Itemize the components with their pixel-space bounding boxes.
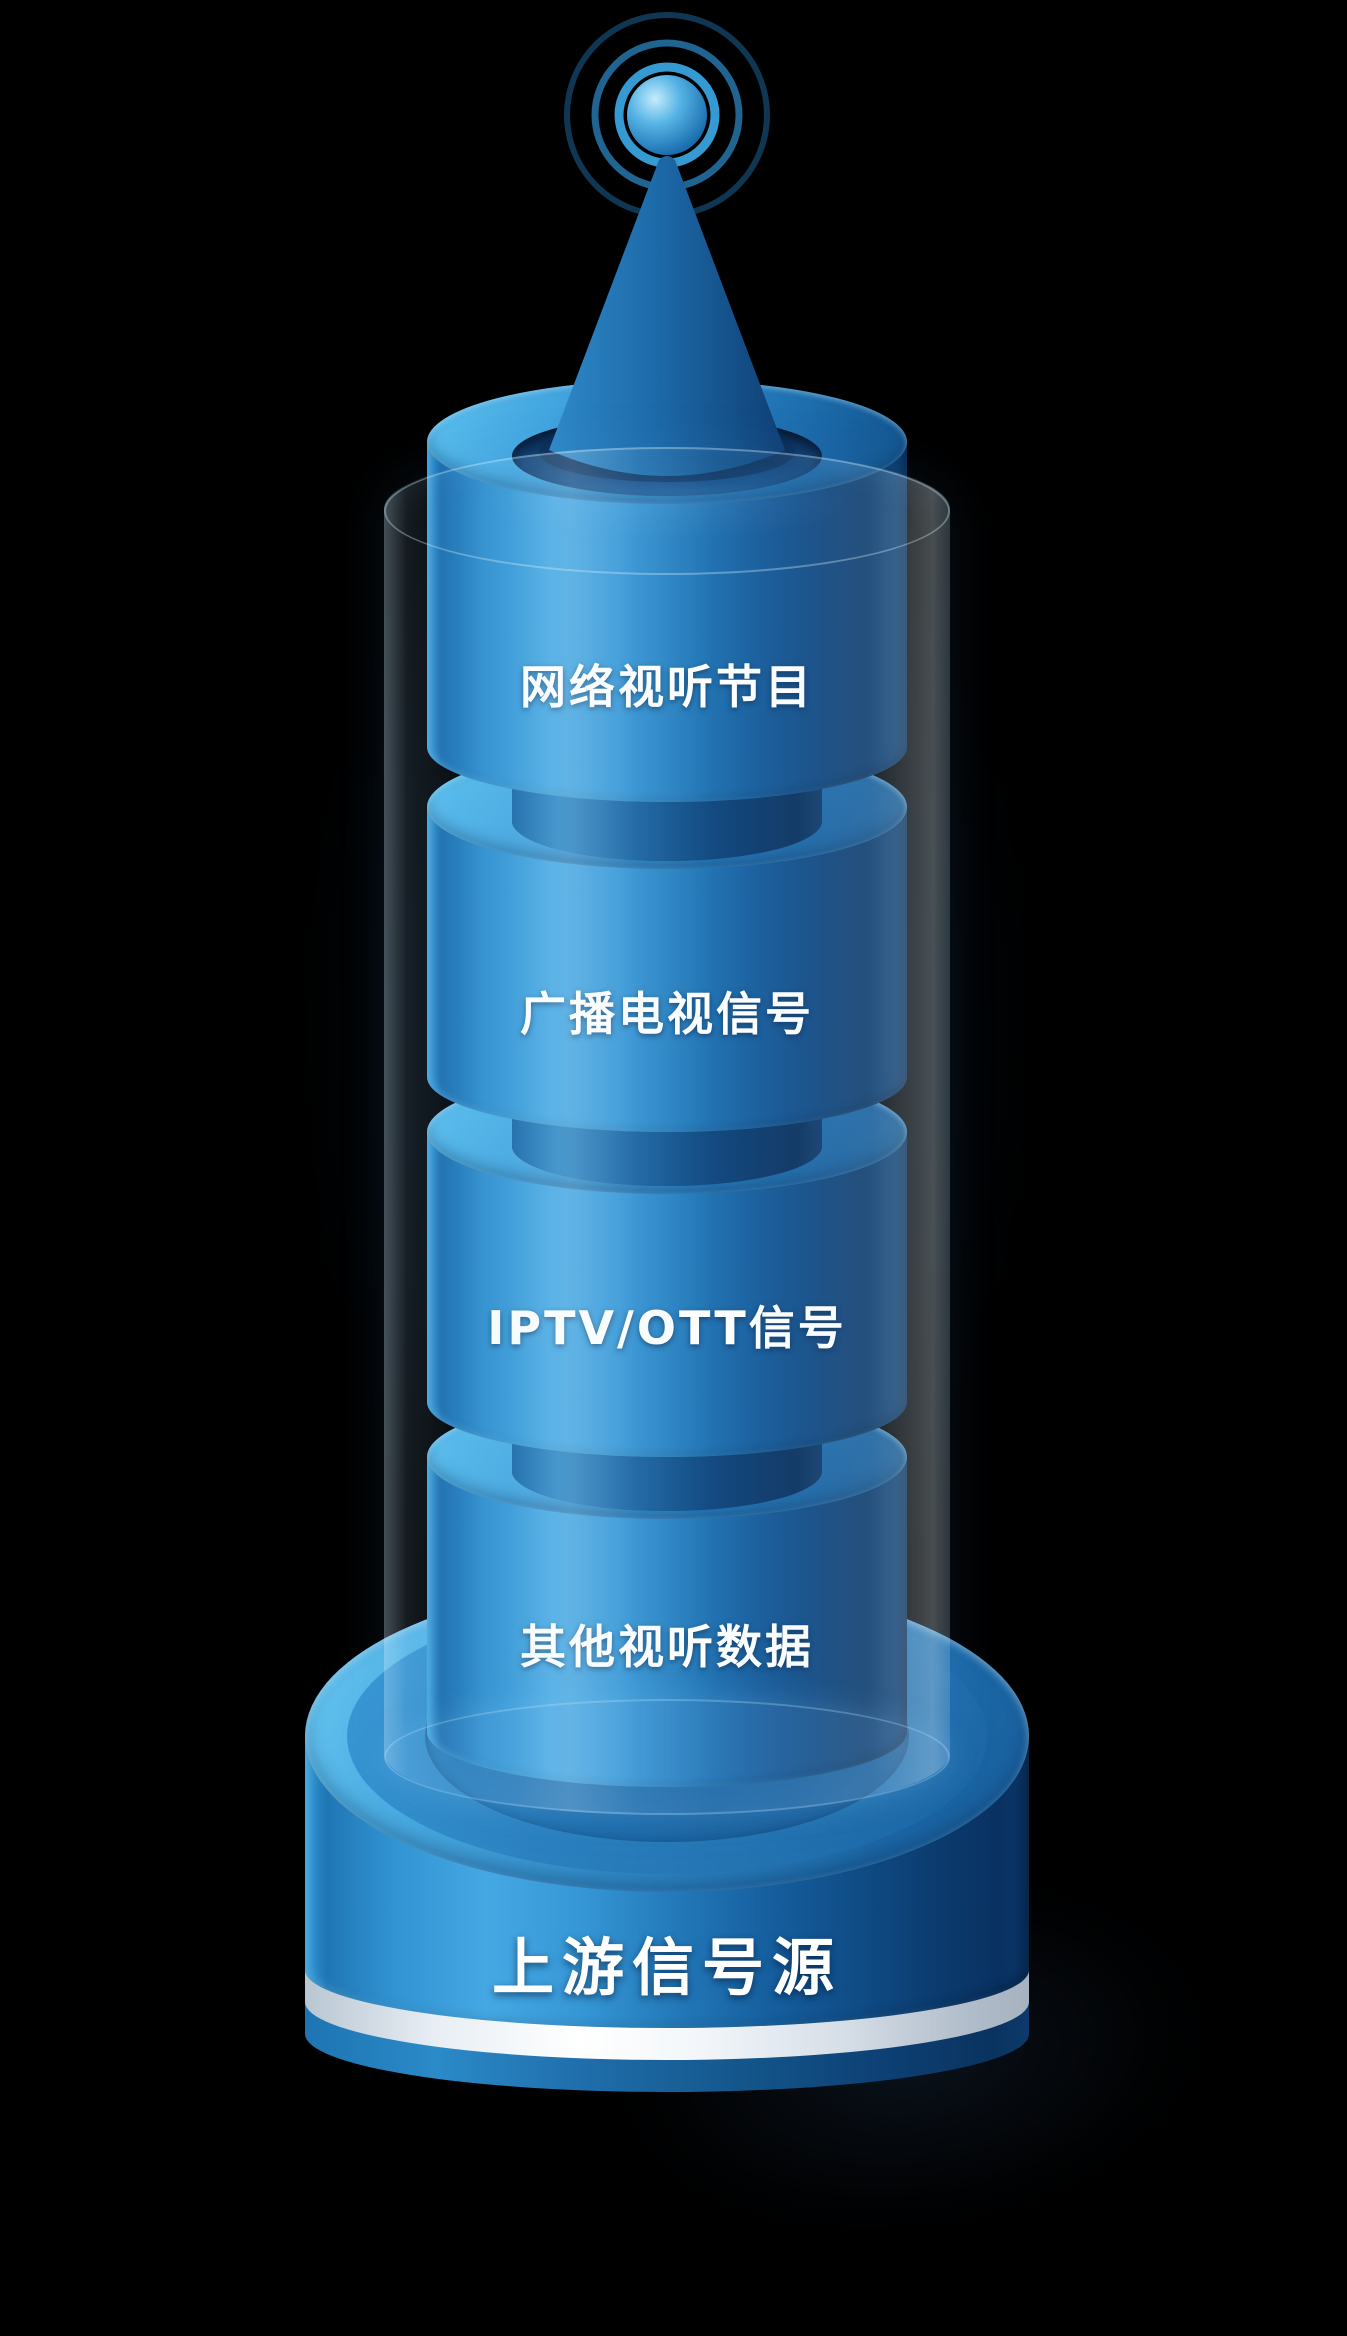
antenna-ball <box>627 75 707 155</box>
antenna-cone <box>549 156 785 476</box>
base-label: 上游信号源 <box>491 1931 842 2004</box>
section-label: 广播电视信号 <box>427 978 907 1044</box>
section-label: IPTV/OTT信号 <box>427 1292 907 1358</box>
glass-tube <box>384 447 950 1815</box>
signal-antenna-icon <box>539 12 795 482</box>
